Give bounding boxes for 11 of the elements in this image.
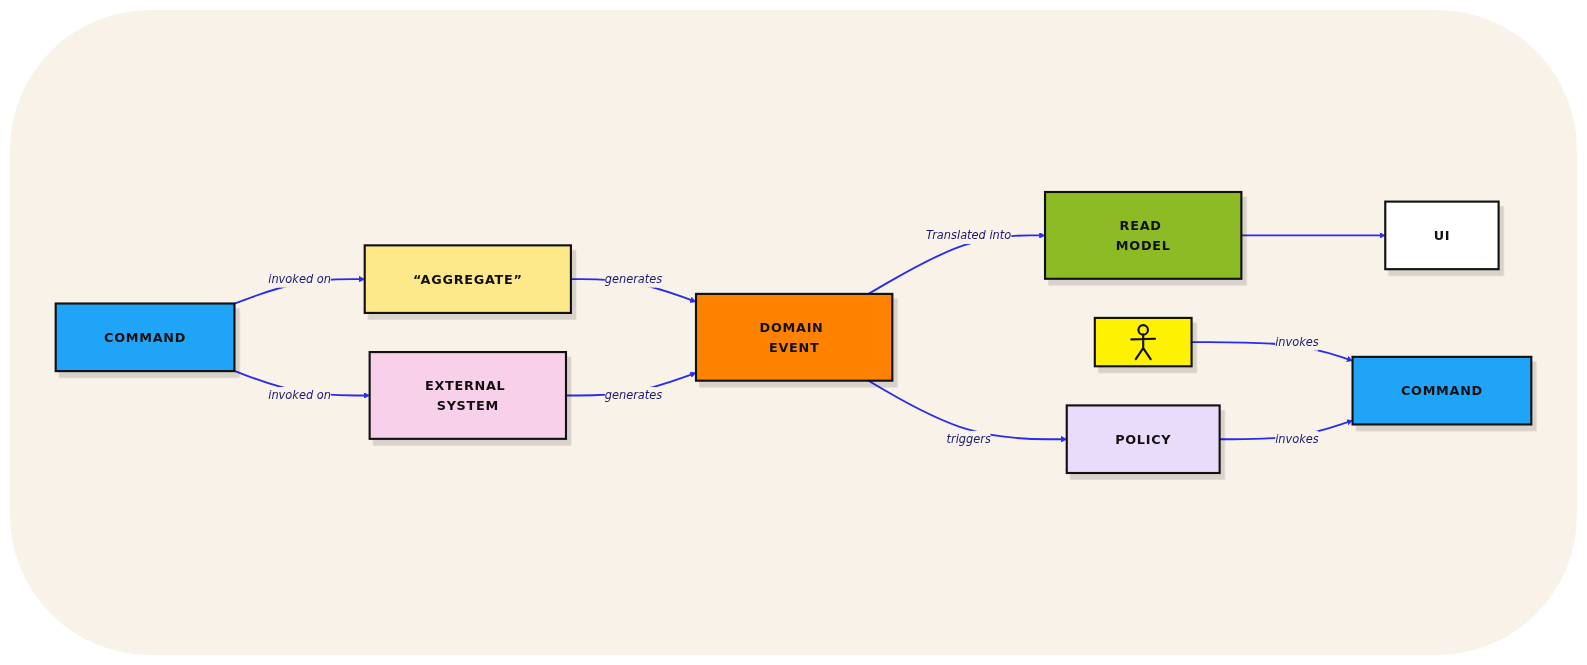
edge-label: triggers — [946, 430, 991, 448]
edge-label: generates — [604, 386, 663, 404]
sticky-note: “AGGREGATE” — [363, 244, 572, 314]
sticky-note: POLICY — [1065, 404, 1221, 475]
sticky-note: COMMAND — [1351, 355, 1533, 426]
sticky-note: EXTERNAL SYSTEM — [368, 351, 568, 440]
sticky-note: UI — [1384, 200, 1500, 271]
person-note — [1093, 316, 1193, 368]
sticky-note: COMMAND — [54, 302, 236, 373]
sticky-note: DOMAIN EVENT — [694, 292, 894, 382]
sticky-note: READ MODEL — [1043, 190, 1243, 280]
